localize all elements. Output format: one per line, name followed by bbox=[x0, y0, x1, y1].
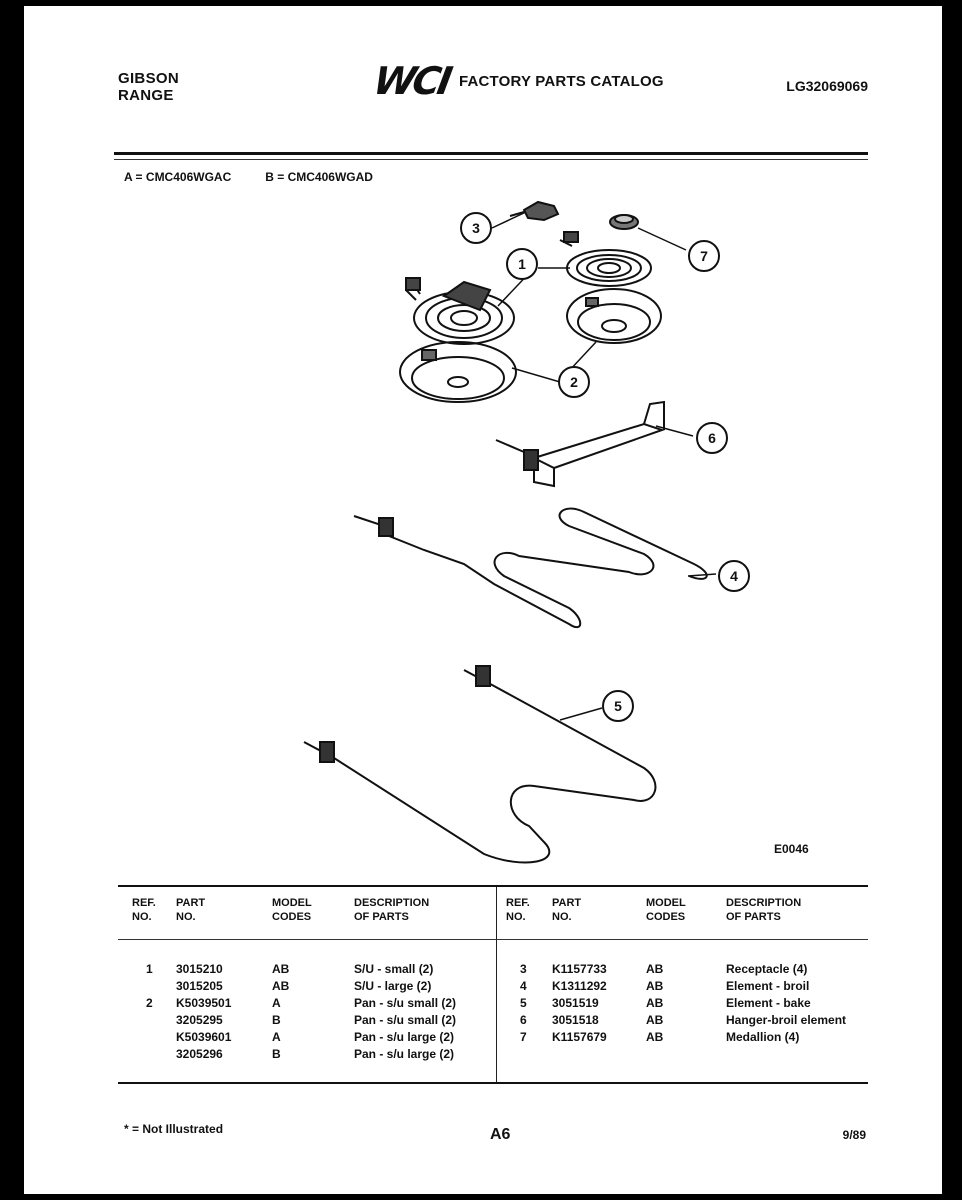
left-header-model: MODEL CODES bbox=[272, 897, 312, 923]
right-header-part: PART NO. bbox=[552, 897, 582, 923]
right-header-desc: DESCRIPTION OF PARTS bbox=[726, 897, 802, 923]
right-row-desc: Element - broil bbox=[726, 979, 810, 993]
left-row-model: A bbox=[272, 1030, 281, 1044]
callout-5 bbox=[602, 690, 634, 722]
right-header-model: MODEL CODES bbox=[646, 897, 686, 923]
right-row-ref: 7 bbox=[520, 1030, 527, 1044]
left-row-model: AB bbox=[272, 979, 290, 993]
callout-6 bbox=[696, 422, 728, 454]
left-header-ref: REF. NO. bbox=[132, 897, 156, 923]
callout-6-label: 6 bbox=[708, 430, 716, 446]
right-row-model: AB bbox=[646, 1030, 664, 1044]
right-row-ref: 5 bbox=[520, 996, 527, 1010]
table-top-rule bbox=[118, 885, 868, 887]
left-row-part: K5039601 bbox=[176, 1030, 232, 1044]
left-row-desc: Pan - s/u small (2) bbox=[354, 1013, 457, 1027]
bake-element-part bbox=[303, 665, 657, 864]
broil-element-part bbox=[353, 507, 708, 629]
callout-4-label: 4 bbox=[730, 568, 738, 584]
model-legend: A = CMC406WGAC B = CMC406WGAD bbox=[124, 170, 373, 184]
callout-7-label: 7 bbox=[700, 248, 708, 264]
callout-3 bbox=[460, 212, 492, 244]
right-row-ref: 6 bbox=[520, 1013, 527, 1027]
right-row-model: AB bbox=[646, 1013, 664, 1027]
table-divider bbox=[496, 887, 497, 1082]
callout-2-label: 2 bbox=[570, 374, 578, 390]
left-row-part: 3205295 bbox=[176, 1013, 223, 1027]
hanger-broil-element-part bbox=[495, 400, 666, 488]
right-row-desc: Receptacle (4) bbox=[726, 962, 808, 976]
left-row-desc: S/U - large (2) bbox=[354, 979, 432, 993]
left-row-part: 3015205 bbox=[176, 979, 223, 993]
table-header-rule bbox=[118, 939, 868, 940]
callout-7 bbox=[688, 240, 720, 272]
right-row-part: 3051518 bbox=[552, 1013, 599, 1027]
right-row-desc: Medallion (4) bbox=[726, 1030, 800, 1044]
left-header-part: PART NO. bbox=[176, 897, 206, 923]
right-row-desc: Hanger-broil element bbox=[726, 1013, 847, 1027]
left-row-model: B bbox=[272, 1047, 281, 1061]
callout-1-label: 1 bbox=[518, 256, 526, 272]
left-row-model: AB bbox=[272, 962, 290, 976]
surface-unit-large bbox=[405, 277, 515, 345]
right-row-part: K1157679 bbox=[552, 1030, 607, 1044]
catalog-page: GIBSON RANGE WCI FACTORY PARTS CATALOG L… bbox=[24, 6, 942, 1194]
right-row-model: AB bbox=[646, 979, 664, 993]
right-row-part: K1157733 bbox=[552, 962, 607, 976]
drip-pan-large bbox=[399, 341, 517, 403]
callout-3-label: 3 bbox=[472, 220, 480, 236]
right-row-part: 3051519 bbox=[552, 996, 599, 1010]
product-type: RANGE bbox=[118, 87, 174, 104]
catalog-header: WCI FACTORY PARTS CATALOG bbox=[370, 59, 664, 103]
figure-code: E0046 bbox=[774, 842, 809, 856]
right-header-ref: REF. NO. bbox=[506, 897, 530, 923]
left-row-part: 3015210 bbox=[176, 962, 223, 976]
left-row-part: K5039501 bbox=[176, 996, 232, 1010]
model-a: A = CMC406WGAC bbox=[124, 170, 232, 184]
left-row-ref: 1 bbox=[146, 962, 153, 976]
callout-1 bbox=[506, 248, 538, 280]
left-row-desc: Pan - s/u large (2) bbox=[354, 1047, 455, 1061]
not-illustrated-note: * = Not Illustrated bbox=[124, 1122, 224, 1136]
header-rule bbox=[114, 152, 868, 155]
catalog-date: 9/89 bbox=[842, 1128, 866, 1142]
right-row-model: AB bbox=[646, 996, 664, 1010]
left-row-ref: 2 bbox=[146, 996, 153, 1010]
surface-unit-small bbox=[559, 231, 652, 287]
left-row-desc: Pan - s/u small (2) bbox=[354, 996, 457, 1010]
model-b: B = CMC406WGAD bbox=[265, 170, 373, 184]
left-header-desc: DESCRIPTION OF PARTS bbox=[354, 897, 430, 923]
callout-4 bbox=[718, 560, 750, 592]
right-row-desc: Element - bake bbox=[726, 996, 811, 1010]
table-bottom-rule bbox=[118, 1082, 868, 1084]
header-rule-thin bbox=[114, 159, 868, 160]
drip-pan-small bbox=[566, 288, 662, 344]
exploded-parts-diagram: 3 1 2 7 6 4 5 bbox=[303, 200, 750, 864]
callout-2 bbox=[558, 366, 590, 398]
brand-block: GIBSON RANGE bbox=[118, 70, 179, 104]
left-row-model: A bbox=[272, 996, 281, 1010]
page-number: A6 bbox=[490, 1126, 511, 1143]
brand-name: GIBSON bbox=[118, 70, 179, 87]
callout-5-label: 5 bbox=[614, 698, 622, 714]
right-row-part: K1311292 bbox=[552, 979, 607, 993]
receptacle-part bbox=[509, 200, 560, 222]
left-row-desc: Pan - s/u large (2) bbox=[354, 1030, 455, 1044]
catalog-number: LG32069069 bbox=[786, 78, 868, 94]
left-row-model: B bbox=[272, 1013, 281, 1027]
right-row-ref: 3 bbox=[520, 962, 527, 976]
left-row-part: 3205296 bbox=[176, 1047, 223, 1061]
medallion-part bbox=[609, 214, 639, 230]
right-row-model: AB bbox=[646, 962, 664, 976]
catalog-title: FACTORY PARTS CATALOG bbox=[458, 72, 664, 90]
left-row-desc: S/U - small (2) bbox=[354, 962, 434, 976]
right-row-ref: 4 bbox=[520, 979, 527, 993]
